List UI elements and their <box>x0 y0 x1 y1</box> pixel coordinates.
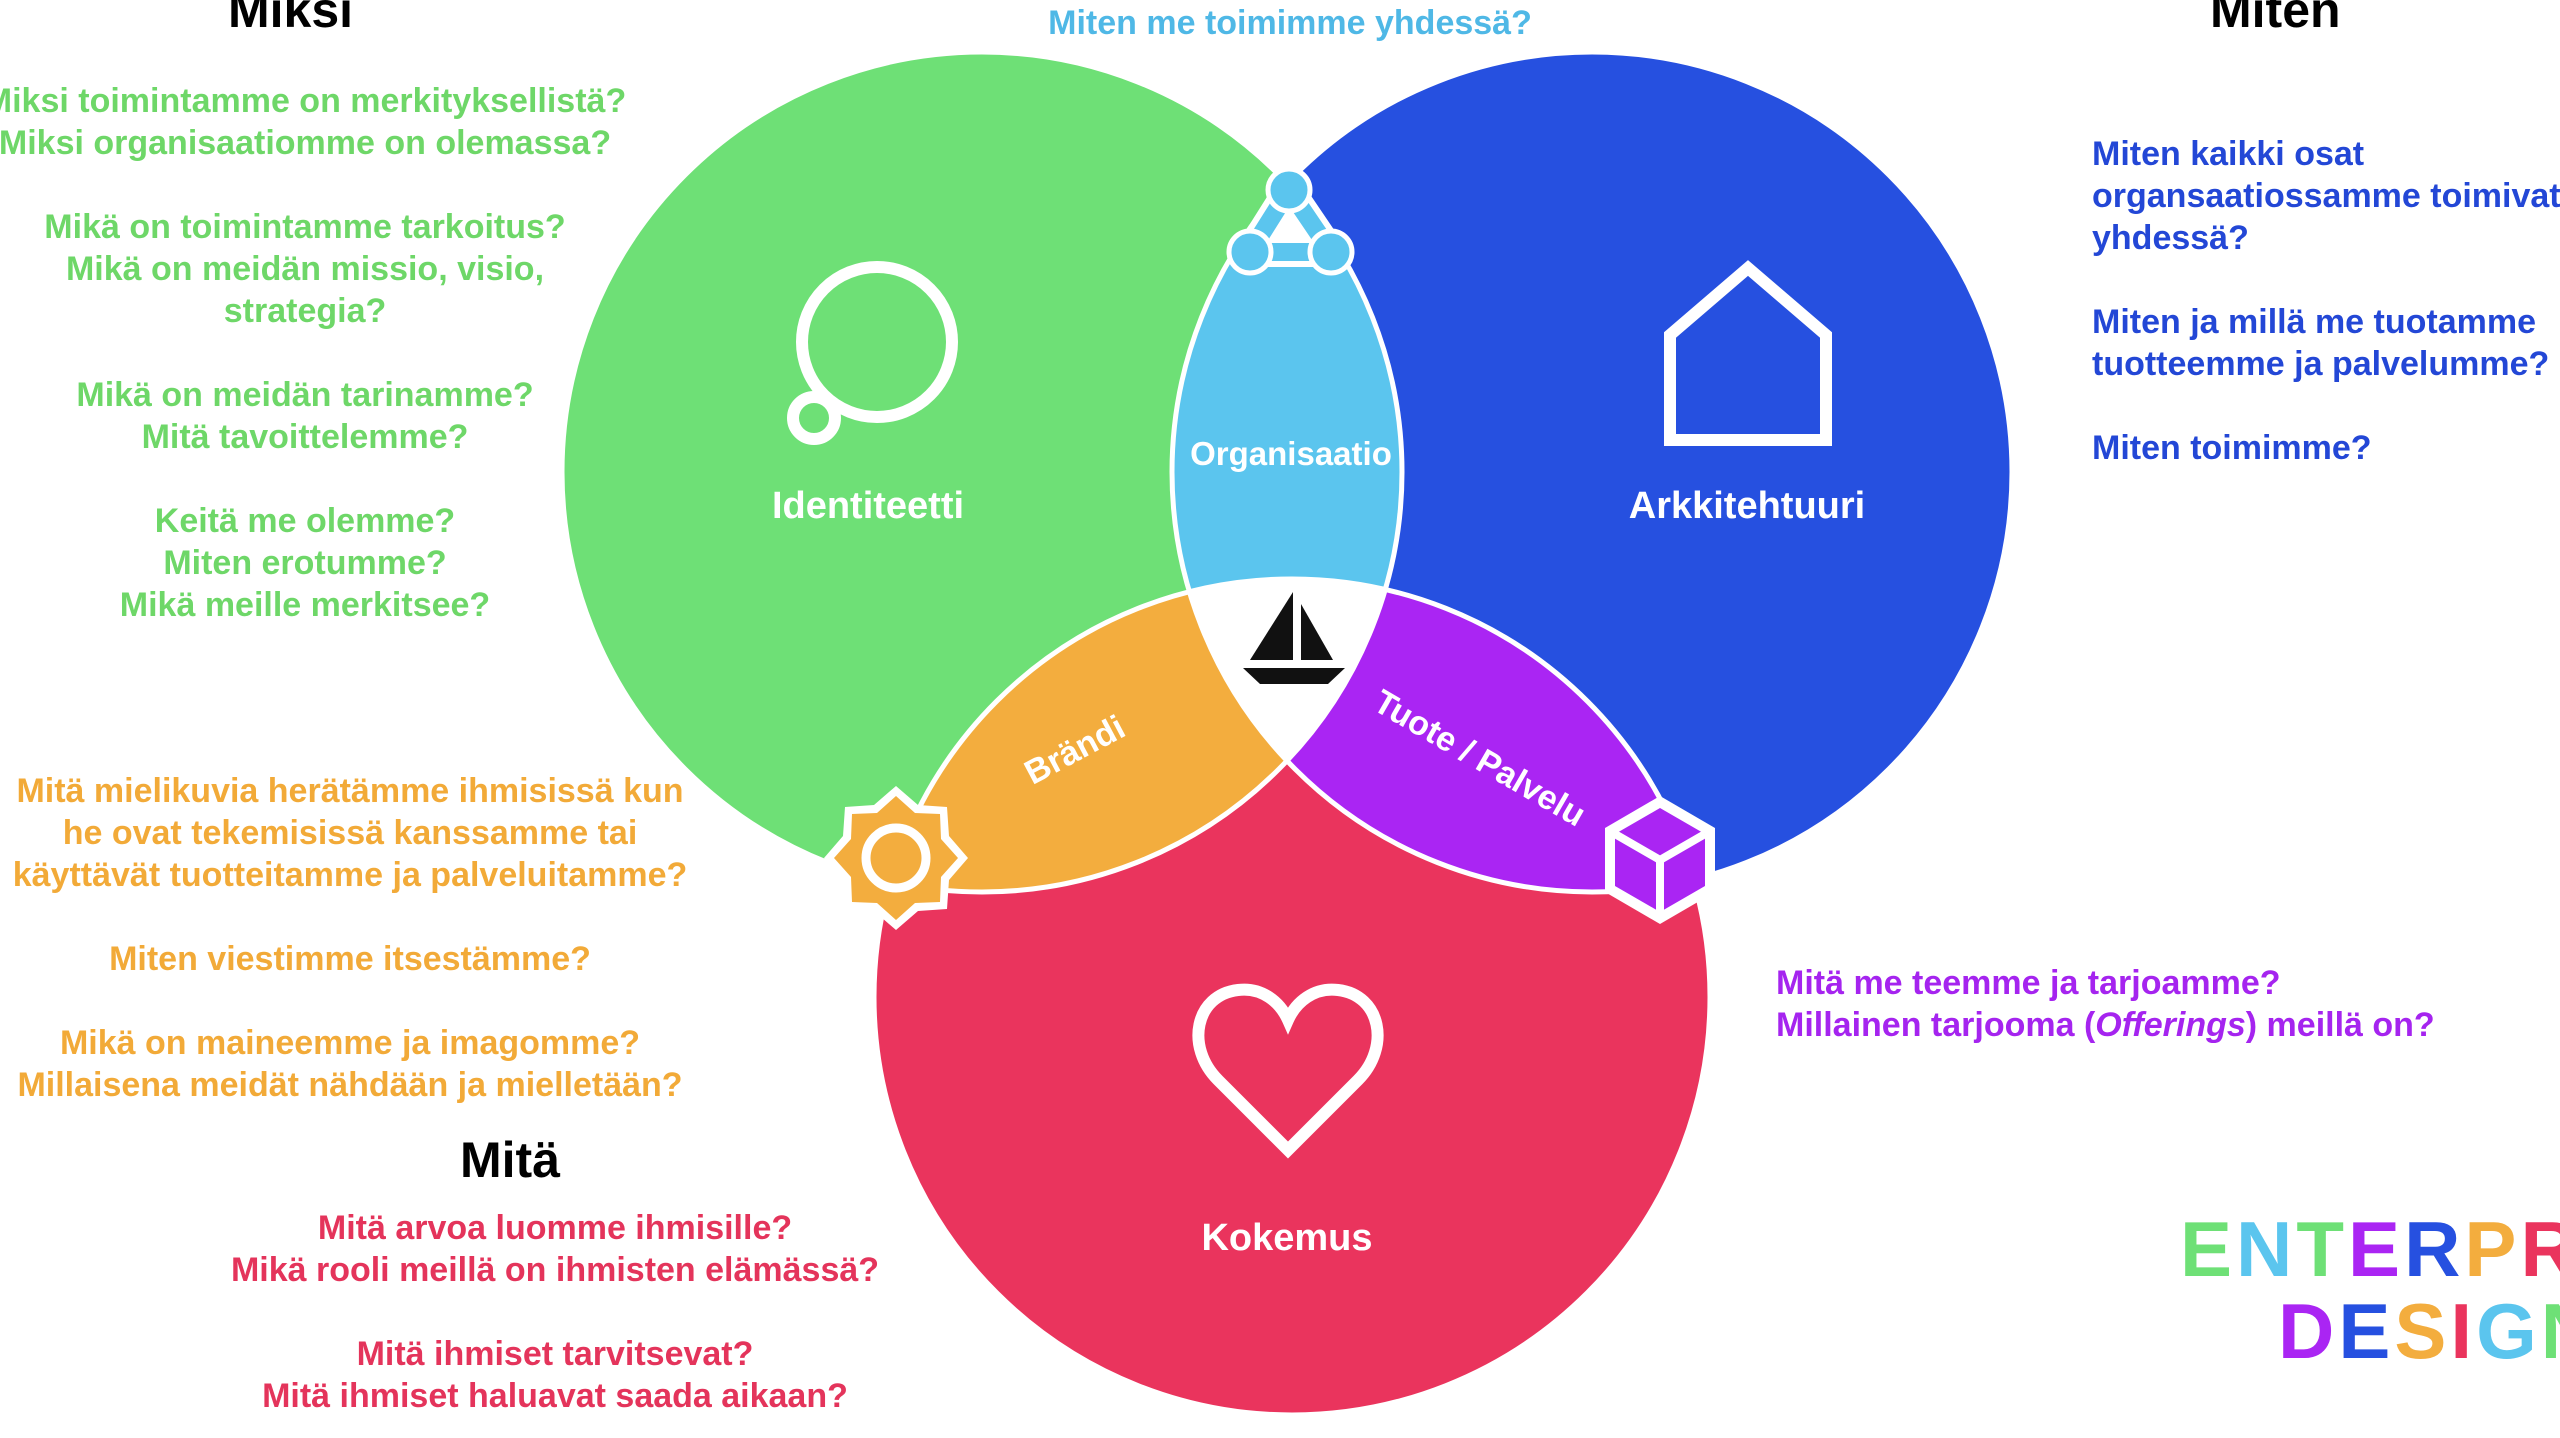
logo-letter: E <box>2338 1287 2395 1375</box>
architecture-questions: Miten kaikki osat organsaatiossamme toim… <box>2092 133 2560 469</box>
enterprise-design-logo-line2: DESIGN <box>2278 1292 2560 1370</box>
identity-question-line: strategia? <box>223 292 387 330</box>
why-heading: Miksi <box>228 0 354 38</box>
logo-line2: DESIGN <box>2278 1292 2560 1370</box>
organization-question: Miten me toimimme yhdessä? <box>1048 4 1532 42</box>
logo-letter: N <box>2236 1205 2297 1293</box>
identity-questions: Miksi toimintamme on merkityksellistä? M… <box>0 80 710 626</box>
identity-question-line: Mikä meille merkitsee? <box>119 586 491 624</box>
architecture-question-line: Miten kaikki osat <box>2092 135 2365 173</box>
house-icon <box>1664 260 1832 446</box>
brand-question-line: Mikä on maineemme ja imagomme? <box>59 1024 641 1062</box>
logo-letter: E <box>2348 1205 2405 1293</box>
logo-letter: E <box>2180 1205 2237 1293</box>
logo-letter: R <box>2520 1205 2560 1293</box>
organization-label: Organisaatio <box>1190 435 1392 472</box>
brand-questions: Mitä mielikuvia herätämme ihmisissä kun … <box>0 770 760 1106</box>
product-intersection <box>1172 579 1710 892</box>
sailboat-icon <box>1243 592 1345 684</box>
identity-question-line: Keitä me olemme? <box>154 502 456 540</box>
architecture-label: Arkkitehtuuri <box>1629 485 1865 527</box>
brand-question-line: Millaisena meidät nähdään ja mielletään? <box>17 1066 683 1104</box>
architecture-question-line: organsaatiossamme toimivat <box>2092 177 2560 215</box>
experience-question-line: Mikä rooli meillä on ihmisten elämässä? <box>230 1251 880 1289</box>
what-heading: Mitä <box>460 1132 560 1188</box>
product-question-line: Millainen tarjooma (Offerings) meillä on… <box>1776 1004 2435 1046</box>
identity-question-line: Mikä on meidän missio, visio, <box>65 250 545 288</box>
experience-label: Kokemus <box>1201 1217 1372 1259</box>
how-heading: Miten <box>2210 0 2341 38</box>
logo-letter: G <box>2476 1287 2541 1375</box>
sun-icon <box>824 786 968 930</box>
logo-letter: N <box>2541 1292 2560 1370</box>
identity-label: Identiteetti <box>772 485 964 527</box>
brand-question-line: Miten viestimme itsestämme? <box>109 940 591 978</box>
logo-letter: D <box>2278 1287 2339 1375</box>
product-questions: Mitä me teemme ja tarjoamme? Millainen t… <box>1776 962 2435 1046</box>
enterprise-design-logo: ENTERPRI <box>2180 1210 2560 1288</box>
logo-letter: T <box>2296 1205 2349 1293</box>
brand-question-line: Mitä mielikuvia herätämme ihmisissä kun <box>16 772 684 810</box>
cube-icon <box>1605 796 1715 924</box>
identity-question-line: Miksi organisaatiomme on olemassa? <box>0 124 612 162</box>
architecture-question-line: yhdessä? <box>2092 219 2249 257</box>
thought-bubble-icon <box>787 261 958 445</box>
experience-question-line: Mitä ihmiset tarvitsevat? <box>356 1335 754 1373</box>
product-question-line: Mitä me teemme ja tarjoamme? <box>1776 964 2281 1002</box>
experience-question-line: Mitä ihmiset haluavat saada aikaan? <box>262 1377 848 1415</box>
identity-outline <box>559 49 1405 895</box>
brand-intersection <box>874 579 1402 892</box>
experience-question-line: Mitä arvoa luomme ihmisille? <box>317 1209 793 1247</box>
logo-letter: I <box>2450 1287 2477 1375</box>
architecture-outline <box>1169 49 2015 895</box>
architecture-question-line: Miten toimimme? <box>2092 429 2372 467</box>
identity-question-line: Miten erotumme? <box>163 544 447 582</box>
identity-question-line: Mikä on toimintamme tarkoitus? <box>44 208 566 246</box>
identity-question-line: Mikä on meidän tarinamme? <box>76 376 534 414</box>
identity-question-line: Mitä tavoittelemme? <box>141 418 469 456</box>
brand-question-line: käyttävät tuotteitamme ja palveluitamme? <box>12 856 688 894</box>
logo-letter: P <box>2464 1205 2521 1293</box>
logo-line1: ENTERPRI <box>2180 1210 2560 1288</box>
network-triangle-icon <box>1226 166 1355 276</box>
product-question-text: ) meillä on? <box>2245 1006 2435 1044</box>
heart-icon <box>1192 983 1384 1159</box>
experience-outline <box>871 576 1713 1418</box>
logo-letter: R <box>2404 1205 2465 1293</box>
logo-letter: S <box>2394 1287 2451 1375</box>
experience-questions: Mitä arvoa luomme ihmisille? Mikä rooli … <box>155 1207 955 1417</box>
architecture-question-line: Miten ja millä me tuotamme <box>2092 303 2536 341</box>
product-question-italic: Offerings <box>2095 1006 2246 1044</box>
identity-question-line: Miksi toimintamme on merkityksellistä? <box>0 82 627 120</box>
architecture-question-line: tuotteemme ja palvelumme? <box>2092 345 2550 383</box>
brand-question-line: he ovat tekemisissä kanssamme tai <box>62 814 638 852</box>
product-question-text: Millainen tarjooma ( <box>1776 1006 2096 1044</box>
